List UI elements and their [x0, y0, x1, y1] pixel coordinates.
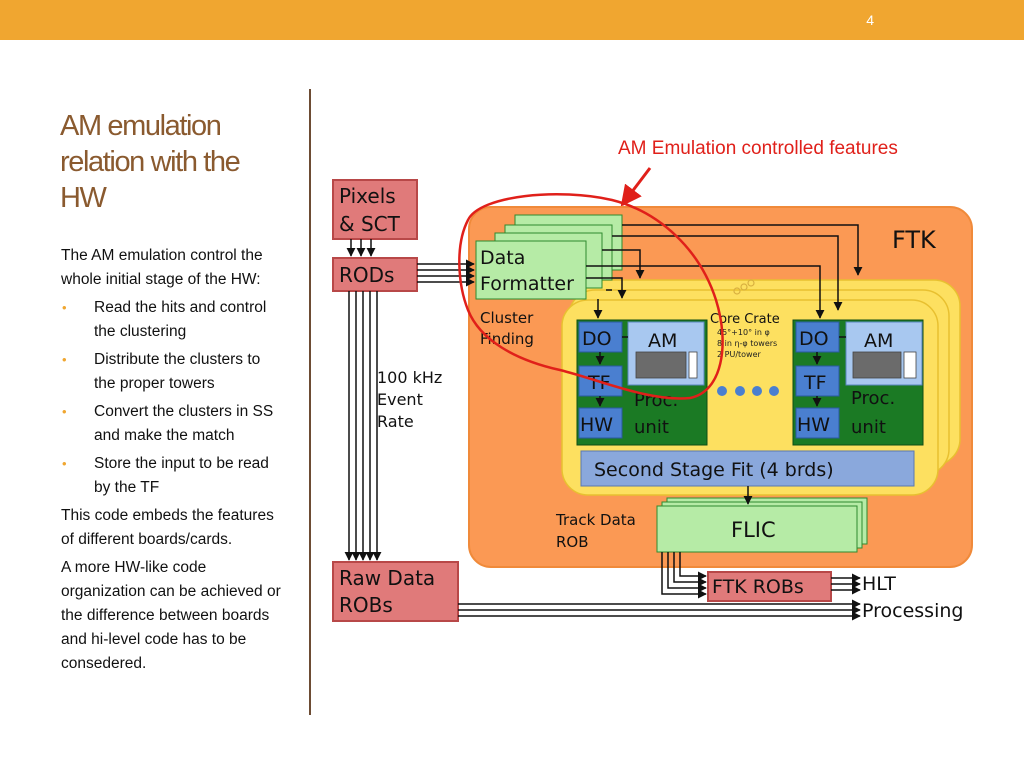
cluster-finding-label: Cluster	[480, 309, 534, 327]
bullet-item: Read the hits and control the clustering	[61, 296, 286, 344]
hw-box	[578, 407, 623, 439]
event-rate-label: 100 kHz	[377, 368, 442, 387]
embeds-paragraph: This code embeds the features of differe…	[61, 507, 274, 548]
do-box	[795, 321, 840, 353]
core-crate-detail: 2 PU/tower	[717, 350, 762, 359]
am-slot	[903, 351, 917, 379]
flic-box	[656, 505, 858, 553]
annotation-arrow	[620, 167, 652, 207]
arrow	[673, 552, 707, 587]
am-chip-grid	[852, 351, 902, 379]
track-data-rob-label: ROB	[556, 533, 589, 551]
core-crate-detail: 45°+10° in φ	[717, 328, 770, 337]
arrow	[679, 552, 707, 581]
ellipsis-dot	[717, 386, 727, 396]
ellipsis-dot	[769, 386, 779, 396]
pixels-sct-label: & SCT	[339, 212, 401, 236]
arrow	[622, 224, 863, 276]
raw-data-label: Raw Data	[339, 566, 435, 590]
title-line: HW	[60, 182, 107, 214]
rods-label: RODs	[339, 263, 394, 287]
dot-ornament	[733, 287, 741, 295]
do-label: DO	[582, 328, 612, 350]
title-line: AM emulation	[60, 110, 222, 142]
proc-unit-label: unit	[851, 417, 886, 438]
proc-unit-label: Proc.	[851, 388, 895, 409]
second-stage-label: Second Stage Fit (4 brds)	[594, 459, 834, 481]
cluster-finding-label: Finding	[480, 330, 534, 348]
tf-box	[795, 365, 840, 397]
arrow	[661, 552, 707, 599]
core-crate-detail: 8 in η-φ towers	[717, 339, 777, 348]
arrow	[586, 277, 627, 299]
proc-unit-label: unit	[634, 417, 669, 438]
tf-label: TF	[803, 372, 827, 394]
hw-label: HW	[580, 414, 613, 436]
header-bar: 4	[0, 0, 1024, 40]
core-crate-label: Core Crate	[710, 312, 780, 327]
slide-title: AM emulation relation with the HW	[60, 108, 260, 216]
annotation-label: AM Emulation controlled features	[618, 138, 898, 159]
data-formatter-box	[475, 240, 587, 300]
intro-paragraph: The AM emulation control the whole initi…	[61, 247, 263, 288]
processing-label: Processing	[862, 600, 963, 622]
hw-box	[795, 407, 840, 439]
bullet-item: Store the input to be read by the TF	[61, 452, 286, 500]
pixels-sct-label: Pixels	[339, 184, 396, 208]
dot-ornament	[747, 279, 755, 287]
dot-ornament	[740, 283, 748, 291]
ftk-robs-label: FTK ROBs	[712, 576, 804, 598]
arrow	[586, 265, 825, 319]
body-text: The AM emulation control the whole initi…	[61, 244, 286, 680]
raw-data-robs-box	[332, 561, 459, 622]
ftk-robs-box	[707, 571, 832, 602]
red-highlight-loop	[458, 193, 724, 400]
arrow	[667, 552, 707, 593]
hw-label: HW	[797, 414, 830, 436]
am-chip-grid	[635, 351, 687, 379]
bullet-list: Read the hits and control the clustering…	[61, 296, 286, 500]
slide-number: 4	[866, 12, 874, 28]
do-label: DO	[799, 328, 829, 350]
pixels-sct-box	[332, 179, 418, 240]
vertical-divider	[309, 89, 311, 715]
flic-label: FLIC	[731, 518, 776, 542]
tf-label: TF	[587, 372, 611, 394]
title-line: relation with the	[60, 146, 241, 178]
arrow	[612, 235, 843, 311]
data-formatter-label: Data	[480, 247, 525, 269]
am-label: AM	[864, 330, 893, 352]
track-data-rob-label: Track Data	[555, 511, 636, 529]
am-label: AM	[648, 330, 677, 352]
event-rate-label: Rate	[377, 412, 414, 431]
event-rate-label: Event	[377, 390, 423, 409]
bullet-item: Distribute the clusters to the proper to…	[61, 348, 286, 396]
ftk-diagram: AM Emulation controlled features FTK Cor…	[332, 138, 973, 622]
hlt-label: HLT	[862, 573, 896, 595]
am-slot	[688, 351, 698, 379]
bullet-item: Convert the clusters in SS and make the …	[61, 400, 286, 448]
ftk-label: FTK	[892, 226, 937, 254]
rods-box	[332, 257, 418, 292]
arrow	[602, 249, 645, 279]
raw-data-label: ROBs	[339, 593, 393, 617]
organization-paragraph: A more HW-like code organization can be …	[61, 559, 281, 672]
ellipsis-dot	[752, 386, 762, 396]
data-formatter-label: Formatter	[480, 273, 574, 295]
ellipsis-dot	[735, 386, 745, 396]
